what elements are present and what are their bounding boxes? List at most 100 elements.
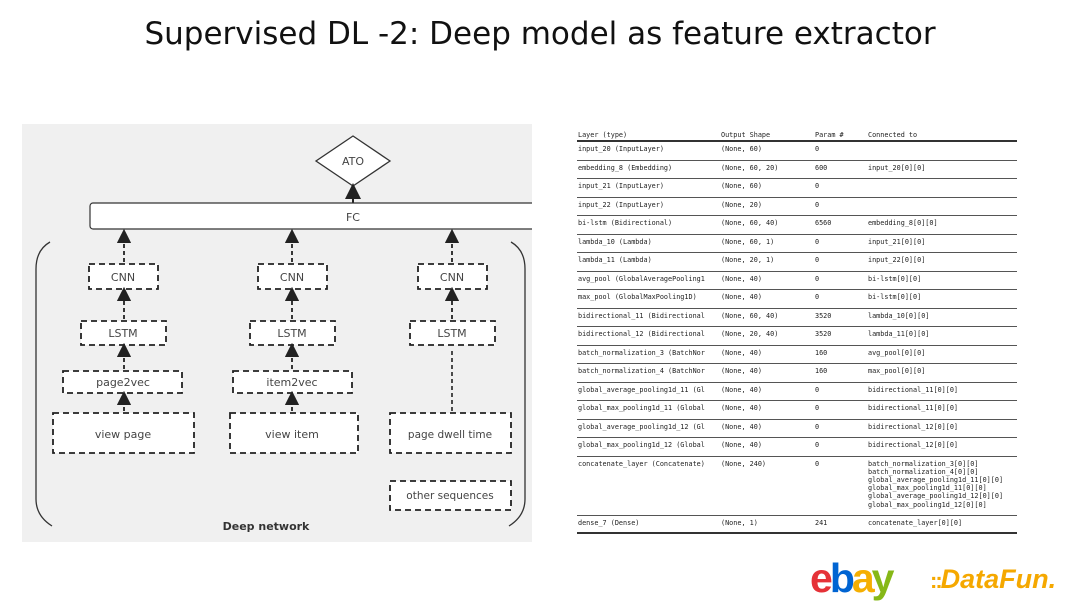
layer-cell: batch_normalization_3 (BatchNor bbox=[578, 348, 705, 357]
layer-cell: global_max_pooling1d_12 (Global bbox=[578, 441, 705, 449]
param-cell: 0 bbox=[815, 182, 820, 190]
output-shape-cell: (None, 40) bbox=[721, 367, 762, 375]
connected-to-cell: concatenate_layer[0][0] bbox=[868, 518, 963, 527]
layer-cell: lambda_11 (Lambda) bbox=[578, 256, 652, 264]
connected-to-cell: bidirectional_11[0][0] bbox=[868, 385, 959, 394]
connected-to-cell: lambda_11[0][0] bbox=[868, 330, 930, 338]
table-row: input_22 (InputLayer) (None, 20) 0 bbox=[577, 198, 1017, 216]
output-shape-cell: (None, 240) bbox=[721, 459, 767, 468]
output-shape-cell: (None, 60) bbox=[721, 182, 762, 190]
layer-cell: embedding_8 (Embedding) bbox=[578, 163, 673, 172]
param-cell: 0 bbox=[815, 274, 820, 283]
connected-to-cell: input_20[0][0] bbox=[868, 163, 926, 172]
output-shape-cell: (None, 60, 40) bbox=[721, 311, 779, 320]
lstm-label-2: LSTM bbox=[277, 327, 306, 340]
layer-cell: concatenate_layer (Concatenate) bbox=[578, 459, 705, 468]
param-cell: 0 bbox=[815, 293, 820, 301]
output-shape-cell: (None, 60, 20) bbox=[721, 163, 779, 172]
param-cell: 0 bbox=[815, 385, 820, 394]
layer-cell: bidirectional_11 (Bidirectional bbox=[578, 311, 705, 320]
table-row: global_max_pooling1d_11 (Global(None, 40… bbox=[577, 401, 1017, 420]
table-row: input_20 (InputLayer) (None, 60) 0 bbox=[577, 142, 1017, 161]
cnn-label-2: CNN bbox=[280, 271, 304, 284]
lstm-box-2 bbox=[249, 320, 336, 346]
param-cell: 3520 bbox=[815, 330, 832, 338]
table-row: bidirectional_11 (Bidirectional (None, 60… bbox=[577, 309, 1017, 327]
fc-layer bbox=[89, 202, 532, 230]
layer-cell: max_pool (GlobalMaxPooling1D) bbox=[578, 293, 697, 301]
connected-to-cell: bi-lstm[0][0] bbox=[868, 274, 922, 283]
other-sequences-label: other sequences bbox=[406, 490, 493, 502]
param-cell: 6560 bbox=[815, 219, 832, 227]
architecture-diagram-svg: ATO FC Deep network CNN LSTM page2vec vi… bbox=[35, 135, 532, 533]
output-shape-cell: (None, 40) bbox=[721, 348, 762, 357]
table-row: embedding_8 (Embedding) (None, 60, 20) 600… bbox=[577, 161, 1017, 179]
output-shape-cell: (None, 60, 1) bbox=[721, 237, 775, 246]
output-shape-cell: (None, 20, 40) bbox=[721, 330, 779, 338]
view-page-box bbox=[52, 412, 195, 454]
layer-cell: input_20 (InputLayer) bbox=[578, 145, 664, 153]
layer-cell: dense_7 (Dense) bbox=[578, 518, 640, 527]
cnn-label-1: CNN bbox=[111, 271, 135, 284]
table-row: input_21 (InputLayer) (None, 60) 0 bbox=[577, 179, 1017, 198]
deep-network-bracket-right bbox=[508, 241, 526, 527]
page-dwell-time-box bbox=[389, 412, 512, 454]
layer-cell: batch_normalization_4 (BatchNor bbox=[578, 367, 705, 375]
param-cell: 600 bbox=[815, 163, 828, 172]
view-page-label: view page bbox=[95, 428, 152, 441]
slide-title: Supervised DL -2: Deep model as feature … bbox=[144, 16, 936, 52]
page2vec-label: page2vec bbox=[96, 376, 150, 389]
connected-to-cell: bidirectional_11[0][0] bbox=[868, 404, 959, 412]
output-shape-cell: (None, 60) bbox=[721, 145, 762, 153]
header-output-shape: Output Shape bbox=[721, 131, 771, 139]
layer-cell: bi-lstm (Bidirectional) bbox=[578, 219, 673, 227]
table-row: avg_pool (GlobalAveragePooling1(None, 40… bbox=[577, 272, 1017, 290]
table-row: max_pool (GlobalMaxPooling1D)(None, 40)0… bbox=[577, 290, 1017, 309]
table-row: global_max_pooling1d_12 (Global (None, 40… bbox=[577, 438, 1017, 457]
connected-to-cell: bidirectional_12[0][0] bbox=[868, 441, 959, 449]
table-row: batch_normalization_3 (BatchNor (None, 40… bbox=[577, 346, 1017, 364]
output-shape-cell: (None, 1) bbox=[721, 518, 758, 527]
header-param: Param # bbox=[815, 131, 844, 139]
connected-to-cell: avg_pool[0][0] bbox=[868, 348, 926, 357]
cnn-box-1 bbox=[88, 263, 159, 290]
output-shape-cell: (None, 40) bbox=[721, 441, 762, 449]
table-row: bidirectional_12 (Bidirectional(None, 20… bbox=[577, 327, 1017, 346]
connected-to-cell: embedding_8[0][0] bbox=[868, 219, 938, 227]
output-shape-cell: (None, 20, 1) bbox=[721, 256, 775, 264]
layer-cell: global_average_pooling1d_11 (Gl bbox=[578, 385, 705, 394]
param-cell: 3520 bbox=[815, 311, 832, 320]
layer-cell: input_21 (InputLayer) bbox=[578, 182, 664, 190]
output-shape-cell: (None, 20) bbox=[721, 200, 762, 209]
table-row: global_average_pooling1d_11 (Gl(None, 40… bbox=[577, 383, 1017, 401]
output-shape-cell: (None, 40) bbox=[721, 422, 762, 431]
other-sequences-box bbox=[389, 480, 512, 511]
param-cell: 0 bbox=[815, 459, 820, 468]
fc-label: FC bbox=[346, 211, 360, 224]
item2vec-label: item2vec bbox=[266, 376, 317, 389]
layer-cell: avg_pool (GlobalAveragePooling1 bbox=[578, 274, 705, 283]
datafun-logo: ::DataFun. bbox=[930, 564, 1057, 594]
lstm-label-3: LSTM bbox=[437, 327, 466, 340]
architecture-diagram: ATO FC Deep network CNN LSTM page2vec vi… bbox=[22, 124, 532, 542]
param-cell: 0 bbox=[815, 200, 820, 209]
layer-cell: global_max_pooling1d_11 (Global bbox=[578, 404, 705, 412]
layer-cell: input_22 (InputLayer) bbox=[578, 200, 664, 209]
table-row: batch_normalization_4 (BatchNor (None, 40… bbox=[577, 364, 1017, 383]
connected-to-cell: lambda_10[0][0] bbox=[868, 311, 930, 320]
param-cell: 0 bbox=[815, 145, 820, 153]
connected-to-cell: input_21[0][0] bbox=[868, 237, 926, 246]
cnn-box-3 bbox=[417, 263, 488, 290]
param-cell: 0 bbox=[815, 441, 820, 449]
ebay-logo: ebay bbox=[810, 555, 894, 601]
ato-label: ATO bbox=[342, 155, 364, 168]
table-row: concatenate_layer (Concatenate) (None, 24… bbox=[577, 457, 1017, 516]
view-item-label: view item bbox=[265, 428, 319, 441]
connected-to-cell: bi-lstm[0][0] bbox=[868, 293, 922, 301]
param-cell: 0 bbox=[815, 256, 820, 264]
connected-to-cell: bidirectional_12[0][0] bbox=[868, 422, 959, 431]
connected-to-cell: batch_normalization_3[0][0] batch_normal… bbox=[868, 459, 1004, 509]
